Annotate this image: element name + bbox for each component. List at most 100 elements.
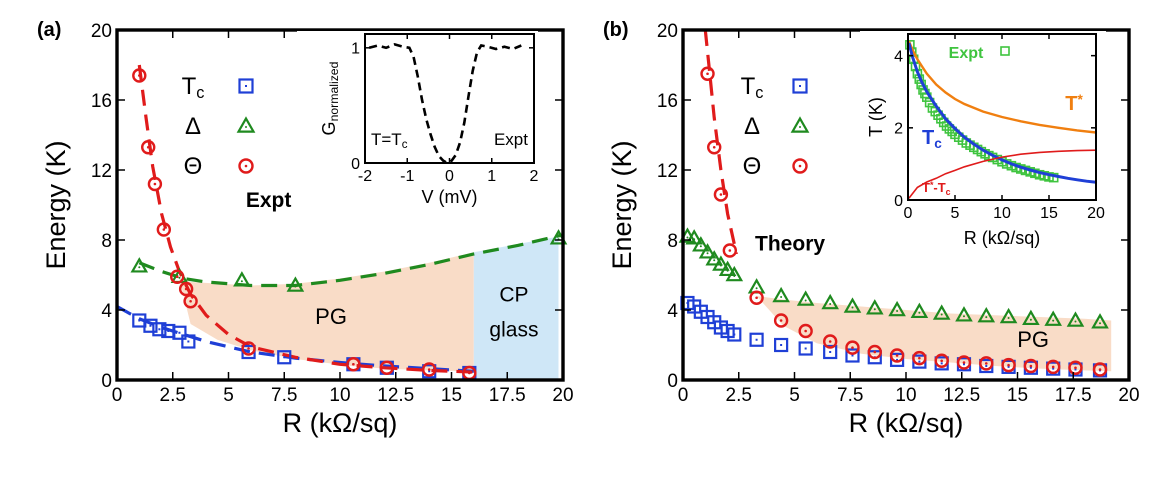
inset-conductance-curve <box>368 43 522 165</box>
point-theta <box>845 340 860 355</box>
point-theta-dot <box>918 356 921 360</box>
point-theta-dot <box>162 228 166 231</box>
inset-b-ytick-label: 2 <box>894 121 903 138</box>
point-theta <box>170 269 185 284</box>
point-tc-dot <box>829 351 832 353</box>
point-delta-dot <box>873 308 876 311</box>
inset-b-xtick-label: 0 <box>904 205 913 222</box>
point-theta-dot <box>1098 368 1102 371</box>
legend-marker-tc <box>238 78 254 94</box>
inset-a-xtick-label: -2 <box>358 168 372 185</box>
main-ytick-label: 12 <box>91 161 112 182</box>
legend-label-theta: Θ <box>184 153 203 180</box>
point-delta-dot <box>1099 322 1102 325</box>
point-delta <box>843 297 862 313</box>
region-pg <box>179 252 474 372</box>
point-delta <box>888 300 906 317</box>
point-theta <box>707 140 722 155</box>
point-theta <box>722 243 738 258</box>
inset-legend-label: Expt <box>949 45 984 62</box>
region-pg <box>756 296 1112 372</box>
point-delta-dot <box>851 306 854 309</box>
inset-diff-curve <box>908 149 1097 199</box>
inset-y-label: T (K) <box>866 97 886 137</box>
point-delta <box>725 265 744 282</box>
point-theta-dot <box>427 368 431 371</box>
point-theta-dot <box>184 287 188 291</box>
legend-label-delta: Δ <box>744 113 760 140</box>
point-theta-dot <box>468 371 471 375</box>
point-delta-dot <box>896 310 899 312</box>
point-tc-dot <box>780 344 783 346</box>
main-xtick-label: 10 <box>329 385 350 406</box>
point-theta-dot <box>719 193 723 196</box>
x-axis-label: R (kΩ/sq) <box>283 408 398 438</box>
point-tc <box>889 352 905 367</box>
main-ytick-label: 4 <box>101 301 112 322</box>
main-xtick-label: 5 <box>223 385 234 406</box>
point-tc-dot <box>896 358 899 361</box>
point-delta <box>705 250 724 266</box>
inset-b-xtick-label: 15 <box>1040 205 1058 222</box>
inset-x-label: V (mV) <box>422 187 478 207</box>
main-xtick-label: 2.5 <box>726 385 752 406</box>
point-theta <box>422 362 437 377</box>
point-theta <box>346 357 361 372</box>
point-theta-dot <box>706 72 709 76</box>
point-delta <box>1066 311 1085 327</box>
point-tc-dot <box>733 333 736 336</box>
inset-y-label-part: normalized <box>327 61 341 121</box>
point-delta-dot <box>804 299 807 302</box>
point-tc <box>845 348 860 363</box>
main-ytick-label: 12 <box>657 161 678 182</box>
point-delta-dot <box>780 296 783 298</box>
legend-label-delta-part: Δ <box>744 113 760 140</box>
point-theta <box>156 222 172 237</box>
point-theta-dot <box>804 329 807 333</box>
point-theta-dot <box>873 350 877 354</box>
point-delta <box>233 271 251 287</box>
main-ytick-label: 20 <box>91 21 112 42</box>
point-tc-dot <box>1074 368 1077 371</box>
point-tc-dot <box>428 370 431 373</box>
fit-line-delta <box>138 233 564 288</box>
point-delta <box>910 302 929 319</box>
point-theta <box>379 360 395 375</box>
inset-b-xtick-label: 10 <box>993 205 1011 222</box>
main-ytick-label: 8 <box>667 231 678 252</box>
point-tc-dot <box>149 324 152 327</box>
point-delta-dot <box>755 287 758 290</box>
point-theta <box>1092 362 1108 377</box>
point-theta <box>700 66 715 81</box>
legend-label-tc-part: T <box>741 73 756 100</box>
inset-tstar-label: T* <box>1065 92 1083 115</box>
annotation-pg: PG <box>1017 327 1049 352</box>
legend-label-tc-part: c <box>755 84 763 102</box>
main-xtick-label: 5 <box>789 385 800 406</box>
point-tc <box>727 327 742 342</box>
point-theta <box>934 353 949 368</box>
point-delta <box>865 299 884 315</box>
point-tc-dot <box>851 354 854 357</box>
inset-diff-label-part: T <box>922 180 930 195</box>
point-tc <box>143 318 158 333</box>
point-theta <box>183 294 198 309</box>
legend-marker-delta <box>236 116 256 133</box>
y-axis-label: Energy (K) <box>41 140 71 269</box>
inset-diff-label-part: * <box>930 180 934 190</box>
panel-label: (a) <box>37 19 61 41</box>
inset-text-left-part: c <box>402 139 408 151</box>
point-tc-dot <box>283 356 286 359</box>
x-axis-label: R (kΩ/sq) <box>849 408 964 438</box>
point-delta <box>796 290 815 306</box>
inset-a-ytick-label: 1 <box>351 41 360 58</box>
main-ytick-label: 20 <box>657 21 678 42</box>
point-delta <box>955 306 973 322</box>
main-xtick-label: 0 <box>678 385 689 406</box>
annotation-pg: PG <box>315 304 347 329</box>
point-tc <box>181 334 196 349</box>
legend-marker-theta-dot <box>244 164 248 168</box>
point-delta-dot <box>686 236 689 239</box>
